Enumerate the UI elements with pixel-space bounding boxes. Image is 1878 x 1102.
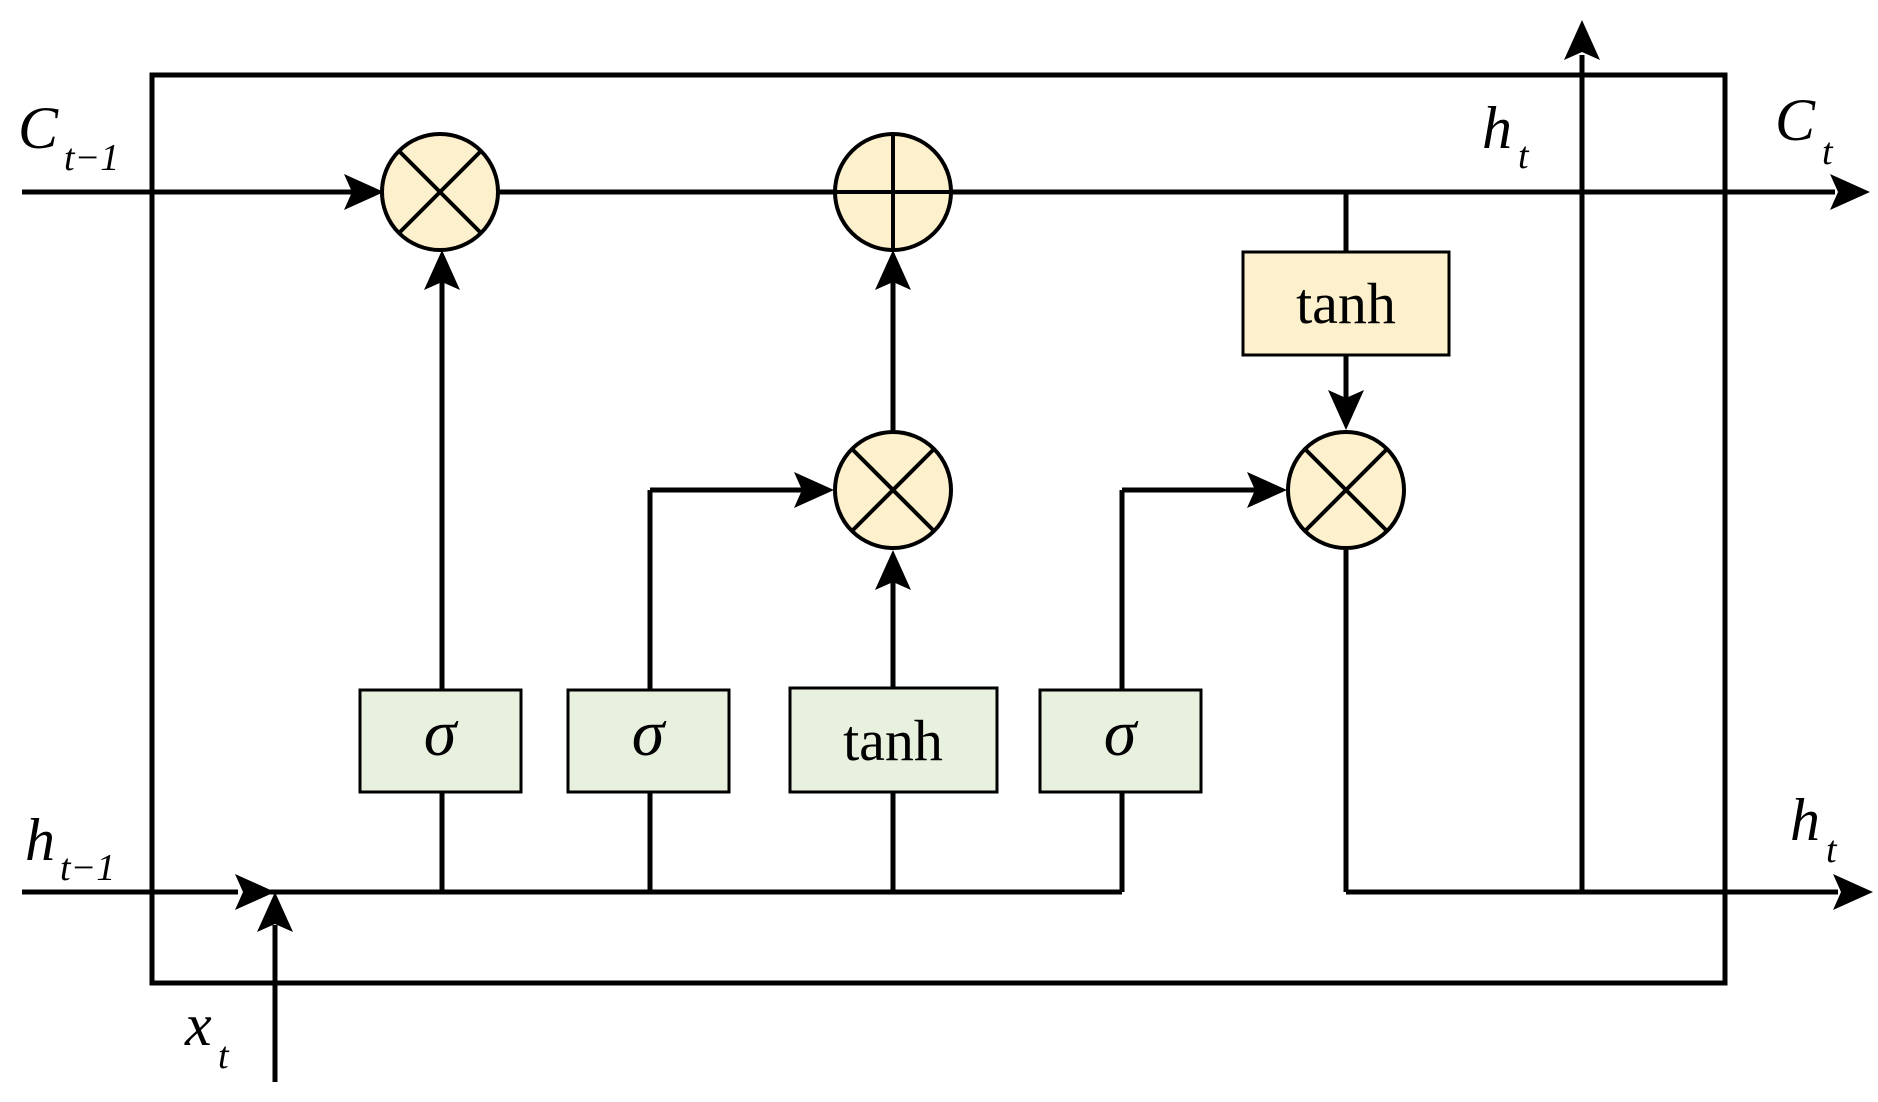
- candidate-path: [875, 250, 911, 892]
- candidate-box: [788, 686, 999, 794]
- forget-gate-label: σ: [424, 697, 459, 770]
- svg-text:h: h: [1482, 95, 1512, 161]
- label-h-t-right: h t: [1790, 787, 1838, 871]
- svg-text:t−1: t−1: [64, 137, 119, 179]
- input-gate-box: [566, 688, 731, 794]
- add-op: [833, 132, 953, 252]
- svg-text:t−1: t−1: [60, 847, 115, 889]
- svg-text:t: t: [1518, 135, 1530, 177]
- x-input-line: [257, 892, 293, 1082]
- forget-gate-path: [424, 250, 460, 892]
- input-gate-label: σ: [632, 697, 667, 770]
- cell-tanh-path: [1328, 192, 1364, 430]
- svg-text:h: h: [25, 807, 55, 873]
- output-gate-box: [1038, 688, 1203, 794]
- label-c-t: C t: [1775, 87, 1834, 173]
- svg-text:t: t: [218, 1035, 230, 1077]
- output-gate-label: σ: [1104, 697, 1139, 770]
- svg-text:t: t: [1826, 829, 1838, 871]
- cell-tanh-label: tanh: [1296, 271, 1396, 336]
- svg-text:t: t: [1822, 131, 1834, 173]
- candidate-label: tanh: [843, 708, 943, 773]
- svg-text:h: h: [1790, 787, 1820, 853]
- output-multiply-op: [1286, 430, 1406, 550]
- cell-frame: [149, 72, 1728, 986]
- label-h-prev: h t−1: [25, 807, 115, 889]
- output-gate-path: [1119, 472, 1287, 892]
- input-gate-path: [647, 472, 834, 892]
- input-multiply-op: [833, 430, 953, 550]
- svg-text:C: C: [18, 95, 59, 161]
- label-x-t: x t: [184, 992, 230, 1077]
- label-h-t-top: h t: [1482, 95, 1530, 177]
- svg-text:C: C: [1775, 87, 1816, 153]
- svg-text:x: x: [184, 992, 212, 1058]
- cell-state-line: [22, 174, 1870, 210]
- hidden-input-line: [22, 874, 1122, 910]
- forget-multiply-op: [380, 132, 500, 252]
- label-c-prev: C t−1: [18, 95, 119, 179]
- cell-tanh-box: [1241, 250, 1451, 357]
- forget-gate-box: [358, 688, 523, 794]
- hidden-output-path: [1343, 20, 1873, 910]
